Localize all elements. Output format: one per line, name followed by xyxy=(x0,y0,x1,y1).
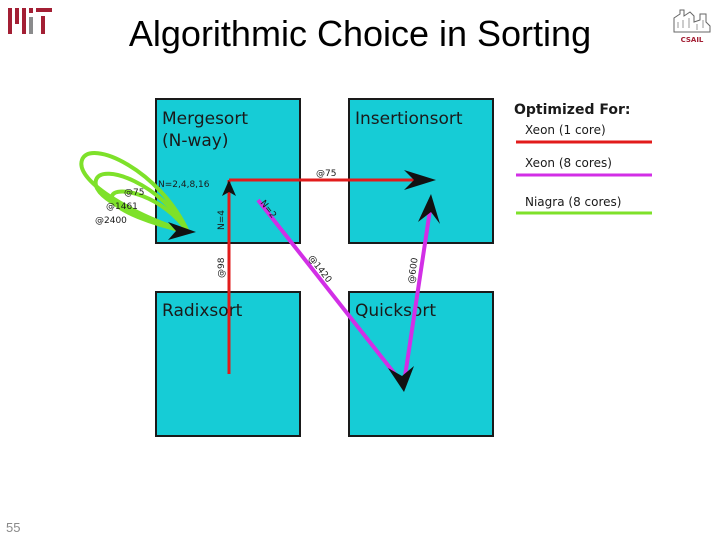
mergesort-nway-label: (N-way) xyxy=(162,131,229,151)
insertionsort-label: Insertionsort xyxy=(355,109,463,129)
label-red-n: N=4 xyxy=(217,210,227,230)
csail-logo-text: CSAIL xyxy=(681,36,704,44)
legend: Optimized For: Xeon (1 core) Xeon (8 cor… xyxy=(514,102,652,215)
slide-title: Algorithmic Choice in Sorting xyxy=(128,13,592,54)
purple-down-arrowhead xyxy=(388,366,414,392)
label-red-vertical: @98 xyxy=(217,257,227,278)
radixsort-label: Radixsort xyxy=(162,301,243,321)
green-loop-inner xyxy=(109,189,190,234)
legend-label-xeon-1: Xeon (1 core) xyxy=(525,123,606,137)
label-green-2: @1461 xyxy=(106,202,138,212)
quicksort-label: Quicksort xyxy=(355,301,436,321)
green-loop-outer xyxy=(79,151,190,234)
csail-logo: CSAIL xyxy=(673,9,711,44)
legend-title: Optimized For: xyxy=(514,102,630,118)
label-purple-up: @600 xyxy=(407,257,421,285)
quicksort-box xyxy=(348,291,494,437)
red-horizontal-arrowhead xyxy=(404,170,436,190)
label-green-3: @2400 xyxy=(95,216,127,226)
purple-up-arrowhead xyxy=(418,194,440,224)
red-vertical-arrowhead xyxy=(222,180,236,196)
purple-diagonal-edge xyxy=(256,198,404,385)
legend-label-xeon-8: Xeon (8 cores) xyxy=(525,156,612,170)
mergesort-label: Mergesort xyxy=(162,109,248,129)
mit-logo xyxy=(8,8,52,34)
legend-label-niagra: Niagra (8 cores) xyxy=(525,195,621,209)
green-loop-arrowhead xyxy=(168,222,196,240)
label-n-way: N=2,4,8,16 xyxy=(158,180,210,190)
label-red-top: @75 xyxy=(316,169,336,179)
purple-up-edge xyxy=(402,209,432,384)
page-number: 55 xyxy=(6,520,21,535)
label-green-1: @75 xyxy=(124,188,144,198)
